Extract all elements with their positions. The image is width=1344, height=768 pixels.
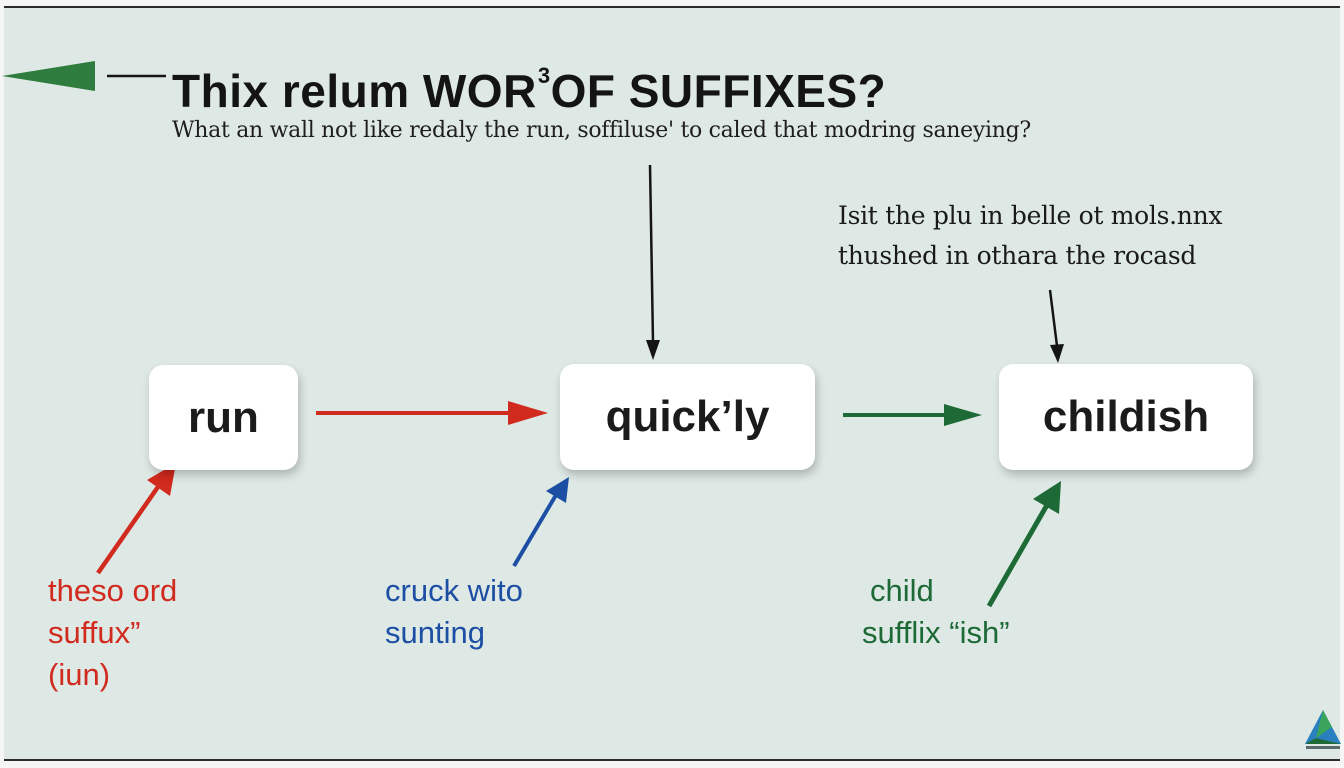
page-title: Thix relum WOR3OF SUFFIXES? bbox=[172, 44, 886, 117]
title-rest: OF SUFFIXES? bbox=[550, 65, 887, 117]
caption-blue: cruck wito sunting bbox=[385, 570, 523, 654]
caption-green-line-1: child bbox=[870, 573, 934, 608]
side-note-line-1: Isit the plu in belle ot mols.nnx bbox=[838, 201, 1223, 230]
caption-blue-line-2: sunting bbox=[385, 615, 485, 650]
word-box-childish: childish bbox=[999, 364, 1253, 470]
caption-red: theso ord suffux” (iun) bbox=[48, 570, 177, 696]
word-box-run: run bbox=[149, 365, 298, 470]
side-note: Isit the plu in belle ot mols.nnx thushe… bbox=[838, 196, 1222, 276]
word-childish: childish bbox=[1042, 392, 1210, 441]
subtitle: What an wall not like redaly the run, so… bbox=[172, 118, 1031, 143]
word-box-quickly: quick’ly bbox=[560, 364, 815, 470]
word-quickly: quick’ly bbox=[605, 392, 770, 441]
caption-red-line-1: theso ord bbox=[48, 573, 178, 608]
caption-red-line-3: (iun) bbox=[48, 657, 111, 692]
word-run: run bbox=[188, 392, 259, 442]
triangle-logo-icon bbox=[1305, 710, 1341, 749]
title-main: Thix relum WOR bbox=[172, 65, 537, 117]
caption-green: child sufflix “ish” bbox=[862, 570, 1010, 654]
title-superscript: 3 bbox=[537, 63, 551, 88]
caption-green-line-2: sufflix “ish” bbox=[862, 615, 1010, 650]
side-note-line-2: thushed in othara the rocasd bbox=[838, 241, 1197, 270]
caption-blue-line-1: cruck wito bbox=[385, 573, 523, 608]
caption-red-line-2: suffux” bbox=[48, 615, 141, 650]
